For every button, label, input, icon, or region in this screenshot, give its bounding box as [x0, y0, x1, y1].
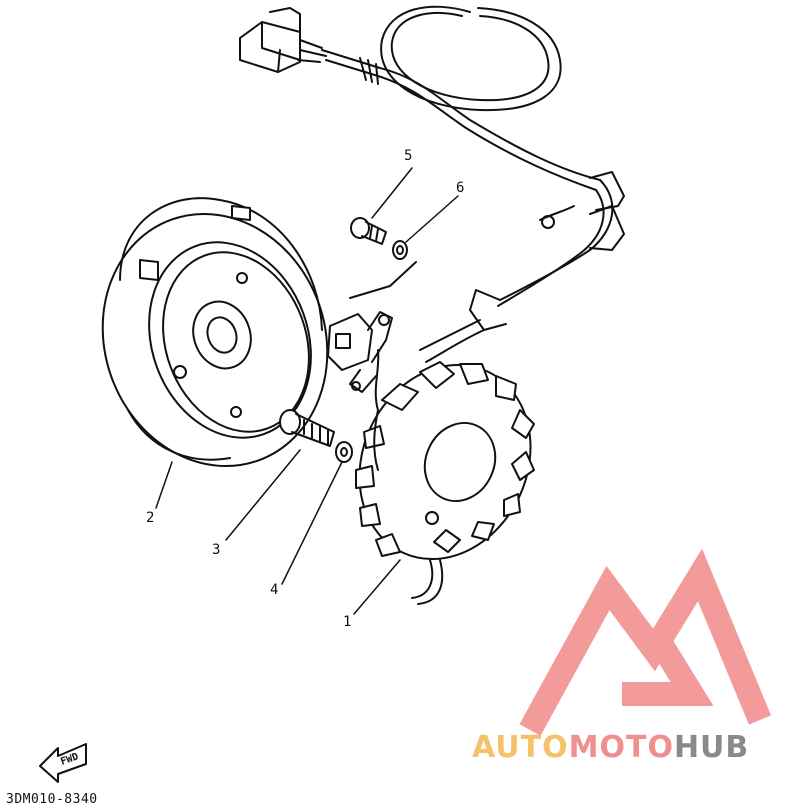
callout-6: 6: [456, 180, 465, 196]
washer-4: [335, 441, 353, 463]
brand-hub: HUB: [673, 730, 750, 765]
washer-6: [392, 240, 408, 260]
fwd-arrow-icon: [39, 743, 87, 783]
callout-2: 2: [146, 510, 155, 526]
wire-harness: [321, 5, 625, 411]
callout-4: 4: [270, 582, 279, 598]
pickup-coil: [327, 261, 417, 393]
watermark-brand: AUTOMOTOHUB: [472, 730, 749, 765]
callout-5: 5: [404, 148, 413, 164]
rotor-flywheel: [101, 197, 329, 468]
callout-1: 1: [343, 614, 352, 630]
bolt-3: [279, 409, 335, 447]
callout-3: 3: [212, 542, 221, 558]
automotohub-logo-icon: [519, 548, 772, 736]
stator-coil: [355, 361, 535, 605]
part-code: 3DM010-8340: [6, 792, 98, 807]
brand-moto: MOTO: [568, 730, 674, 765]
leader-lines: [155, 167, 459, 615]
bolt-5: [350, 217, 387, 245]
coupler-connector: [239, 7, 327, 73]
brand-auto: AUTO: [472, 730, 569, 765]
